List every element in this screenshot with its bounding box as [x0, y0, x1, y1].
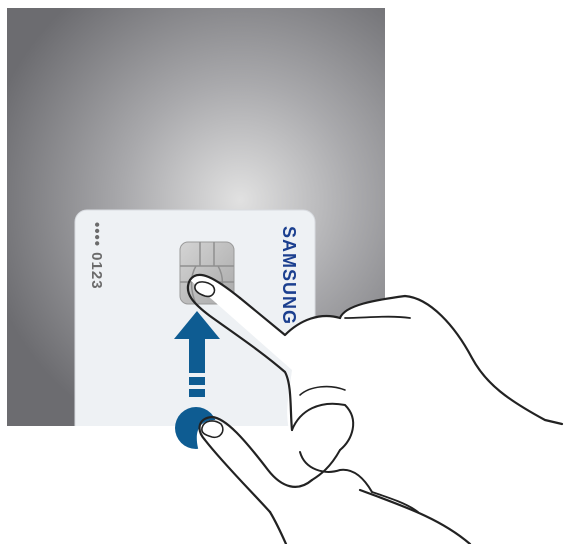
- card-brand-logo: SAMSUNG: [279, 226, 299, 325]
- card-number: •••• 0123: [88, 222, 105, 290]
